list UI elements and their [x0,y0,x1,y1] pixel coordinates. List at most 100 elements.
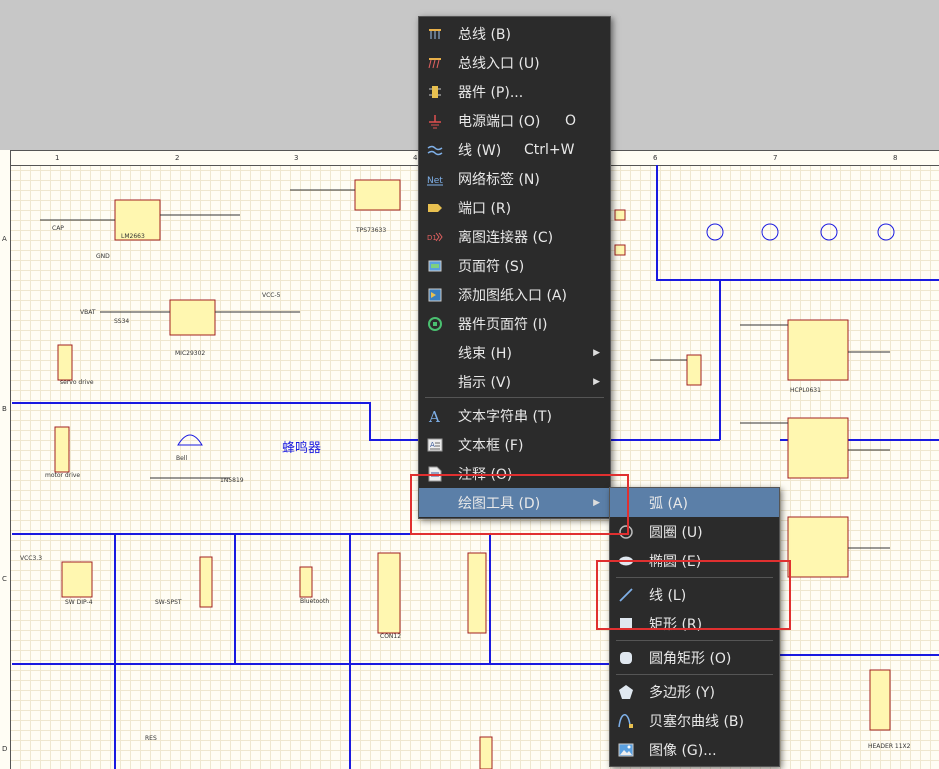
submenu-arrow-icon: ▶ [593,376,600,387]
part-label: MIC29302 [175,350,205,357]
menu-item-power-port[interactable]: 电源端口 (O) O [419,106,610,135]
svg-text:Net: Net [427,176,443,186]
submenu-item-bezier[interactable]: 贝塞尔曲线 (B) [610,706,779,735]
submenu-item-label: 贝塞尔曲线 (B) [649,713,744,730]
menu-item-label: 总线入口 (U) [458,55,540,72]
menu-item-sheet-symbol[interactable]: 页面符 (S) [419,251,610,280]
sheet-entry-icon [427,287,443,303]
submenu-separator [616,640,773,641]
column-number: 2 [175,154,180,162]
part-label: HEADER 11X2 [868,743,911,750]
off-sheet-connector-icon: D1 [427,229,443,245]
menu-item-bus[interactable]: 总线 (B) [419,19,610,48]
part-label: CAP [52,225,64,232]
submenu-item-polygon[interactable]: 多边形 (Y) [610,677,779,706]
menu-item-label: 器件页面符 (I) [458,316,548,333]
menu-item-label: 线 (W) [458,142,502,159]
submenu-item-circle[interactable]: 圆圈 (U) [610,517,779,546]
menu-item-text-frame[interactable]: A 文本框 (F) [419,430,610,459]
device-sheet-symbol-icon [427,316,443,332]
submenu-arrow-icon: ▶ [593,347,600,358]
round-rectangle-icon [618,650,634,666]
part-label: VCC-5 [262,292,281,299]
menu-item-label: 网络标签 (N) [458,171,540,188]
column-number: 7 [773,154,778,162]
menu-separator [425,397,604,398]
submenu-item-round-rectangle[interactable]: 圆角矩形 (O) [610,643,779,672]
menu-item-label: 页面符 (S) [458,258,525,275]
menu-item-part[interactable]: 器件 (P)... [419,77,610,106]
text-string-icon: A [427,408,443,424]
image-icon [618,742,634,758]
svg-text:D1: D1 [427,234,437,242]
menu-item-label: 指示 (V) [458,374,511,391]
part-label: SW-SPST [155,599,182,606]
part-label: Bell [176,455,187,462]
submenu-separator [616,674,773,675]
part-label: TPS73633 [355,227,386,234]
part-label: CON12 [380,633,401,640]
column-number: 1 [55,154,60,162]
menu-item-label: 添加图纸入口 (A) [458,287,567,304]
part-label: VBAT [80,309,96,316]
row-letter: C [2,575,7,583]
place-context-menu: 总线 (B) 总线入口 (U) 器件 (P)... 电源端口 (O) O 线 (… [418,16,611,519]
submenu-item-arc[interactable]: 弧 (A) [610,488,779,517]
submenu-item-line[interactable]: 线 (L) [610,580,779,609]
drawing-tools-submenu: 弧 (A) 圆圈 (U) 椭圆 (E) 线 (L) 矩形 (R) 圆角矩形 (O… [609,487,780,767]
part-label: RES [145,735,157,742]
menu-item-label: 文本框 (F) [458,437,524,454]
submenu-item-label: 圆圈 (U) [649,524,703,541]
menu-item-shortcut: O [565,112,577,129]
text-frame-icon: A [427,437,443,453]
sheet-border-left: A B C D [0,150,11,769]
polygon-icon [618,684,634,700]
menu-item-label: 离图连接器 (C) [458,229,554,246]
menu-item-sheet-entry[interactable]: 添加图纸入口 (A) [419,280,610,309]
menu-item-device-sheet-symbol[interactable]: 器件页面符 (I) [419,309,610,338]
sheet-symbol-icon [427,258,443,274]
menu-item-harness[interactable]: 线束 (H) ▶ [419,338,610,367]
row-letter: A [2,235,7,243]
svg-text:A: A [428,408,440,424]
menu-item-label: 端口 (R) [458,200,512,217]
menu-item-label: 线束 (H) [458,345,512,362]
menu-item-label: 器件 (P)... [458,84,524,101]
menu-item-port[interactable]: 端口 (R) [419,193,610,222]
part-label: VCC3.3 [20,555,42,562]
bezier-icon [618,713,634,729]
part-icon [427,84,443,100]
menu-item-drawing-tools[interactable]: 绘图工具 (D) ▶ [419,488,610,517]
buzzer-label: 蜂鸣器 [282,441,322,456]
menu-item-off-sheet-connector[interactable]: D1 离图连接器 (C) [419,222,610,251]
menu-item-net-label[interactable]: Net 网络标签 (N) [419,164,610,193]
menu-item-text-string[interactable]: A 文本字符串 (T) [419,401,610,430]
port-icon [427,200,443,216]
menu-item-label: 电源端口 (O) [458,113,541,130]
column-number: 4 [413,154,418,162]
row-letter: D [2,745,8,753]
menu-item-shortcut: Ctrl+W [524,141,575,158]
part-label: SS34 [114,318,129,325]
part-label: servo drive [60,379,94,386]
bus-icon [427,26,443,42]
menu-item-wire[interactable]: 线 (W) Ctrl+W [419,135,610,164]
circle-icon [618,524,634,540]
menu-item-label: 总线 (B) [458,26,511,43]
submenu-item-label: 图像 (G)... [649,742,717,759]
bus-entry-icon [427,55,443,71]
part-label: GND [96,253,110,260]
column-number: 6 [653,154,658,162]
column-number: 3 [294,154,299,162]
row-letter: B [2,405,7,413]
submenu-item-image[interactable]: 图像 (G)... [610,735,779,764]
menu-item-bus-entry[interactable]: 总线入口 (U) [419,48,610,77]
submenu-item-label: 圆角矩形 (O) [649,650,732,667]
submenu-item-label: 多边形 (Y) [649,684,715,701]
submenu-separator [616,577,773,578]
menu-item-directives[interactable]: 指示 (V) ▶ [419,367,610,396]
part-label: LM2663 [121,233,145,240]
part-label: SW DIP-4 [65,599,93,606]
power-port-icon [427,113,443,129]
annotation-highlight-box [596,560,791,630]
